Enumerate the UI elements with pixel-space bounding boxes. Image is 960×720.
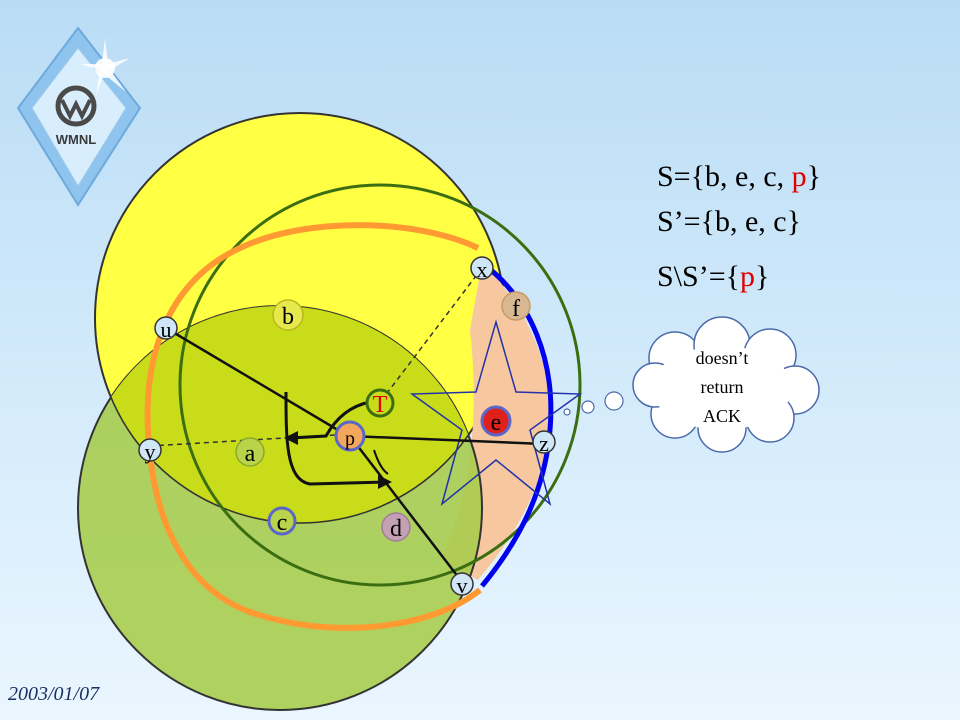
set-S-prefix: S={b, e, c, (657, 160, 792, 193)
dashed-line-x-to-T (377, 267, 483, 406)
node-e-label: e (491, 410, 502, 436)
node-y[interactable]: y (138, 438, 162, 464)
line-p-to-z (349, 434, 545, 446)
node-v[interactable]: v (450, 572, 474, 598)
node-p-label: p (345, 428, 355, 450)
node-f-label: f (512, 296, 520, 322)
node-b-label: b (282, 304, 294, 330)
node-d-label: d (390, 516, 402, 542)
sparkle-icon (80, 38, 130, 96)
line-u-to-p (165, 326, 349, 438)
footer-date: 2003/01/07 (8, 683, 100, 705)
set-S-prime: S’={b, e, c} (657, 205, 802, 238)
set-difference-highlight: p (740, 260, 756, 293)
node-v-label: v (457, 573, 468, 598)
dark-green-range-circle (178, 183, 582, 587)
set-difference-prefix: S\S’={ (657, 260, 741, 293)
set-S-suffix: } (806, 160, 822, 193)
node-b[interactable]: b (272, 299, 304, 331)
node-u[interactable]: u (154, 316, 178, 342)
node-d[interactable]: d (381, 512, 411, 542)
node-f[interactable]: f (501, 291, 531, 322)
node-T[interactable]: T (365, 388, 395, 418)
wmnl-logo: WMNL (16, 26, 142, 207)
node-z-label: z (539, 431, 549, 456)
set-difference: S\S’={p} (657, 260, 769, 294)
node-x[interactable]: x (470, 256, 494, 282)
node-u-label: u (161, 317, 172, 342)
cloud-line-3: ACK (703, 406, 741, 426)
node-p[interactable]: p (334, 420, 366, 452)
node-x-label: x (477, 257, 488, 282)
set-S-highlight: p (791, 160, 807, 193)
node-c-label: c (277, 510, 288, 536)
star-outline (409, 319, 583, 507)
node-y-label: y (145, 439, 156, 464)
set-S: S={b, e, c, p} (657, 160, 821, 194)
node-c[interactable]: c (267, 506, 297, 536)
node-z[interactable]: z (532, 430, 556, 456)
cloud-line-1: doesn’t (696, 348, 749, 368)
node-e[interactable]: e (480, 405, 512, 437)
node-a[interactable]: a (235, 437, 265, 467)
node-T-label: T (373, 392, 388, 418)
logo-text: WMNL (56, 132, 96, 147)
node-a-label: a (245, 441, 256, 467)
cloud-line-2: return (701, 377, 744, 397)
line-p-to-v (349, 435, 463, 583)
thought-bubble: doesn’t return ACK (563, 316, 820, 453)
set-difference-suffix: } (755, 260, 770, 293)
curved-arrows (284, 391, 392, 489)
